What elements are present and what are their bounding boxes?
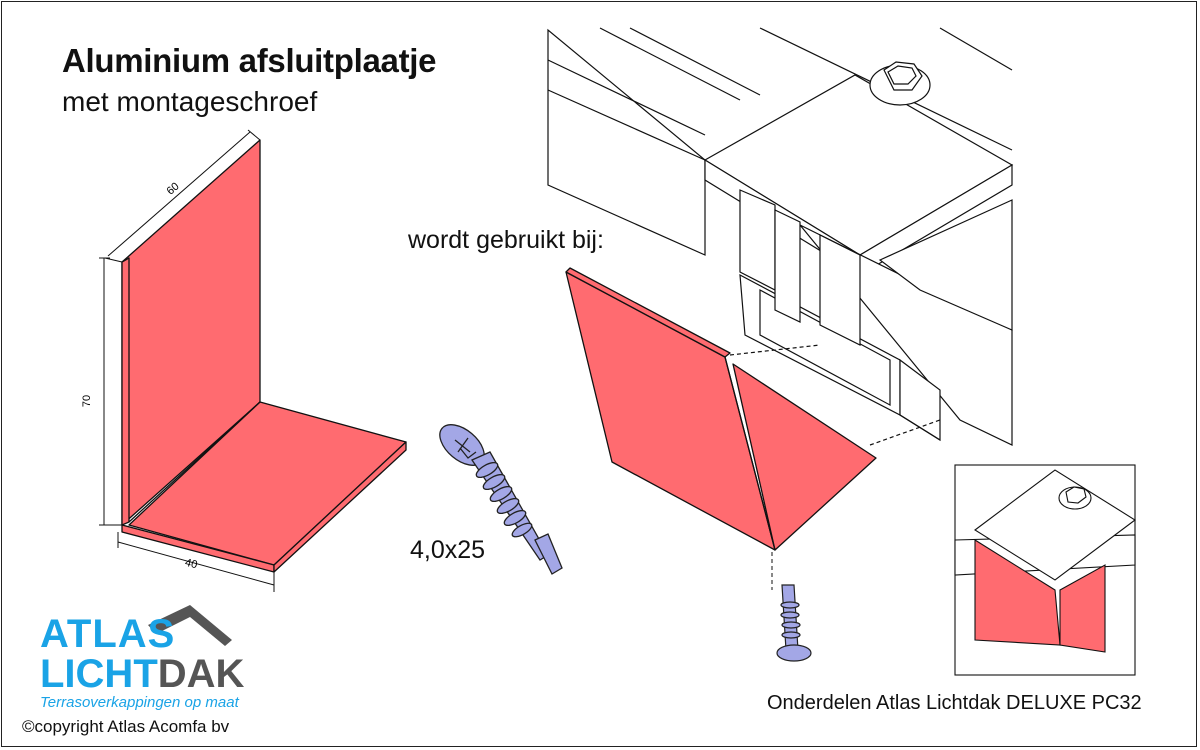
page-subtitle: met montageschroef: [62, 86, 318, 117]
logo-tagline: Terrasoverkappingen op maat: [40, 694, 239, 711]
page-title: Aluminium afsluitplaatje: [62, 42, 437, 79]
inset-detail: [954, 464, 1136, 676]
mounted-screw: [776, 584, 812, 662]
screw-drawing: [439, 424, 563, 575]
used-by-label: wordt gebruikt bij:: [408, 226, 604, 254]
bracket-drawing: [121, 139, 407, 573]
logo-line2-part1: LICHT: [40, 652, 158, 696]
mounted-plate: [565, 267, 877, 590]
logo-line2: LICHTDAK: [40, 652, 244, 697]
logo-line2-part2: DAK: [157, 652, 245, 696]
parts-caption: Onderdelen Atlas Lichtdak DELUXE PC32: [767, 692, 1142, 714]
logo-line1: ATLAS: [40, 612, 176, 656]
screw-size-label: 4,0x25: [410, 536, 486, 564]
logo-roof-icon: [148, 605, 232, 646]
profile-drawing: [547, 27, 1014, 446]
dimension-lines: [99, 129, 275, 592]
dimension-height-label: 70: [81, 394, 94, 408]
copyright: ©copyright Atlas Acomfa bv: [22, 717, 230, 736]
